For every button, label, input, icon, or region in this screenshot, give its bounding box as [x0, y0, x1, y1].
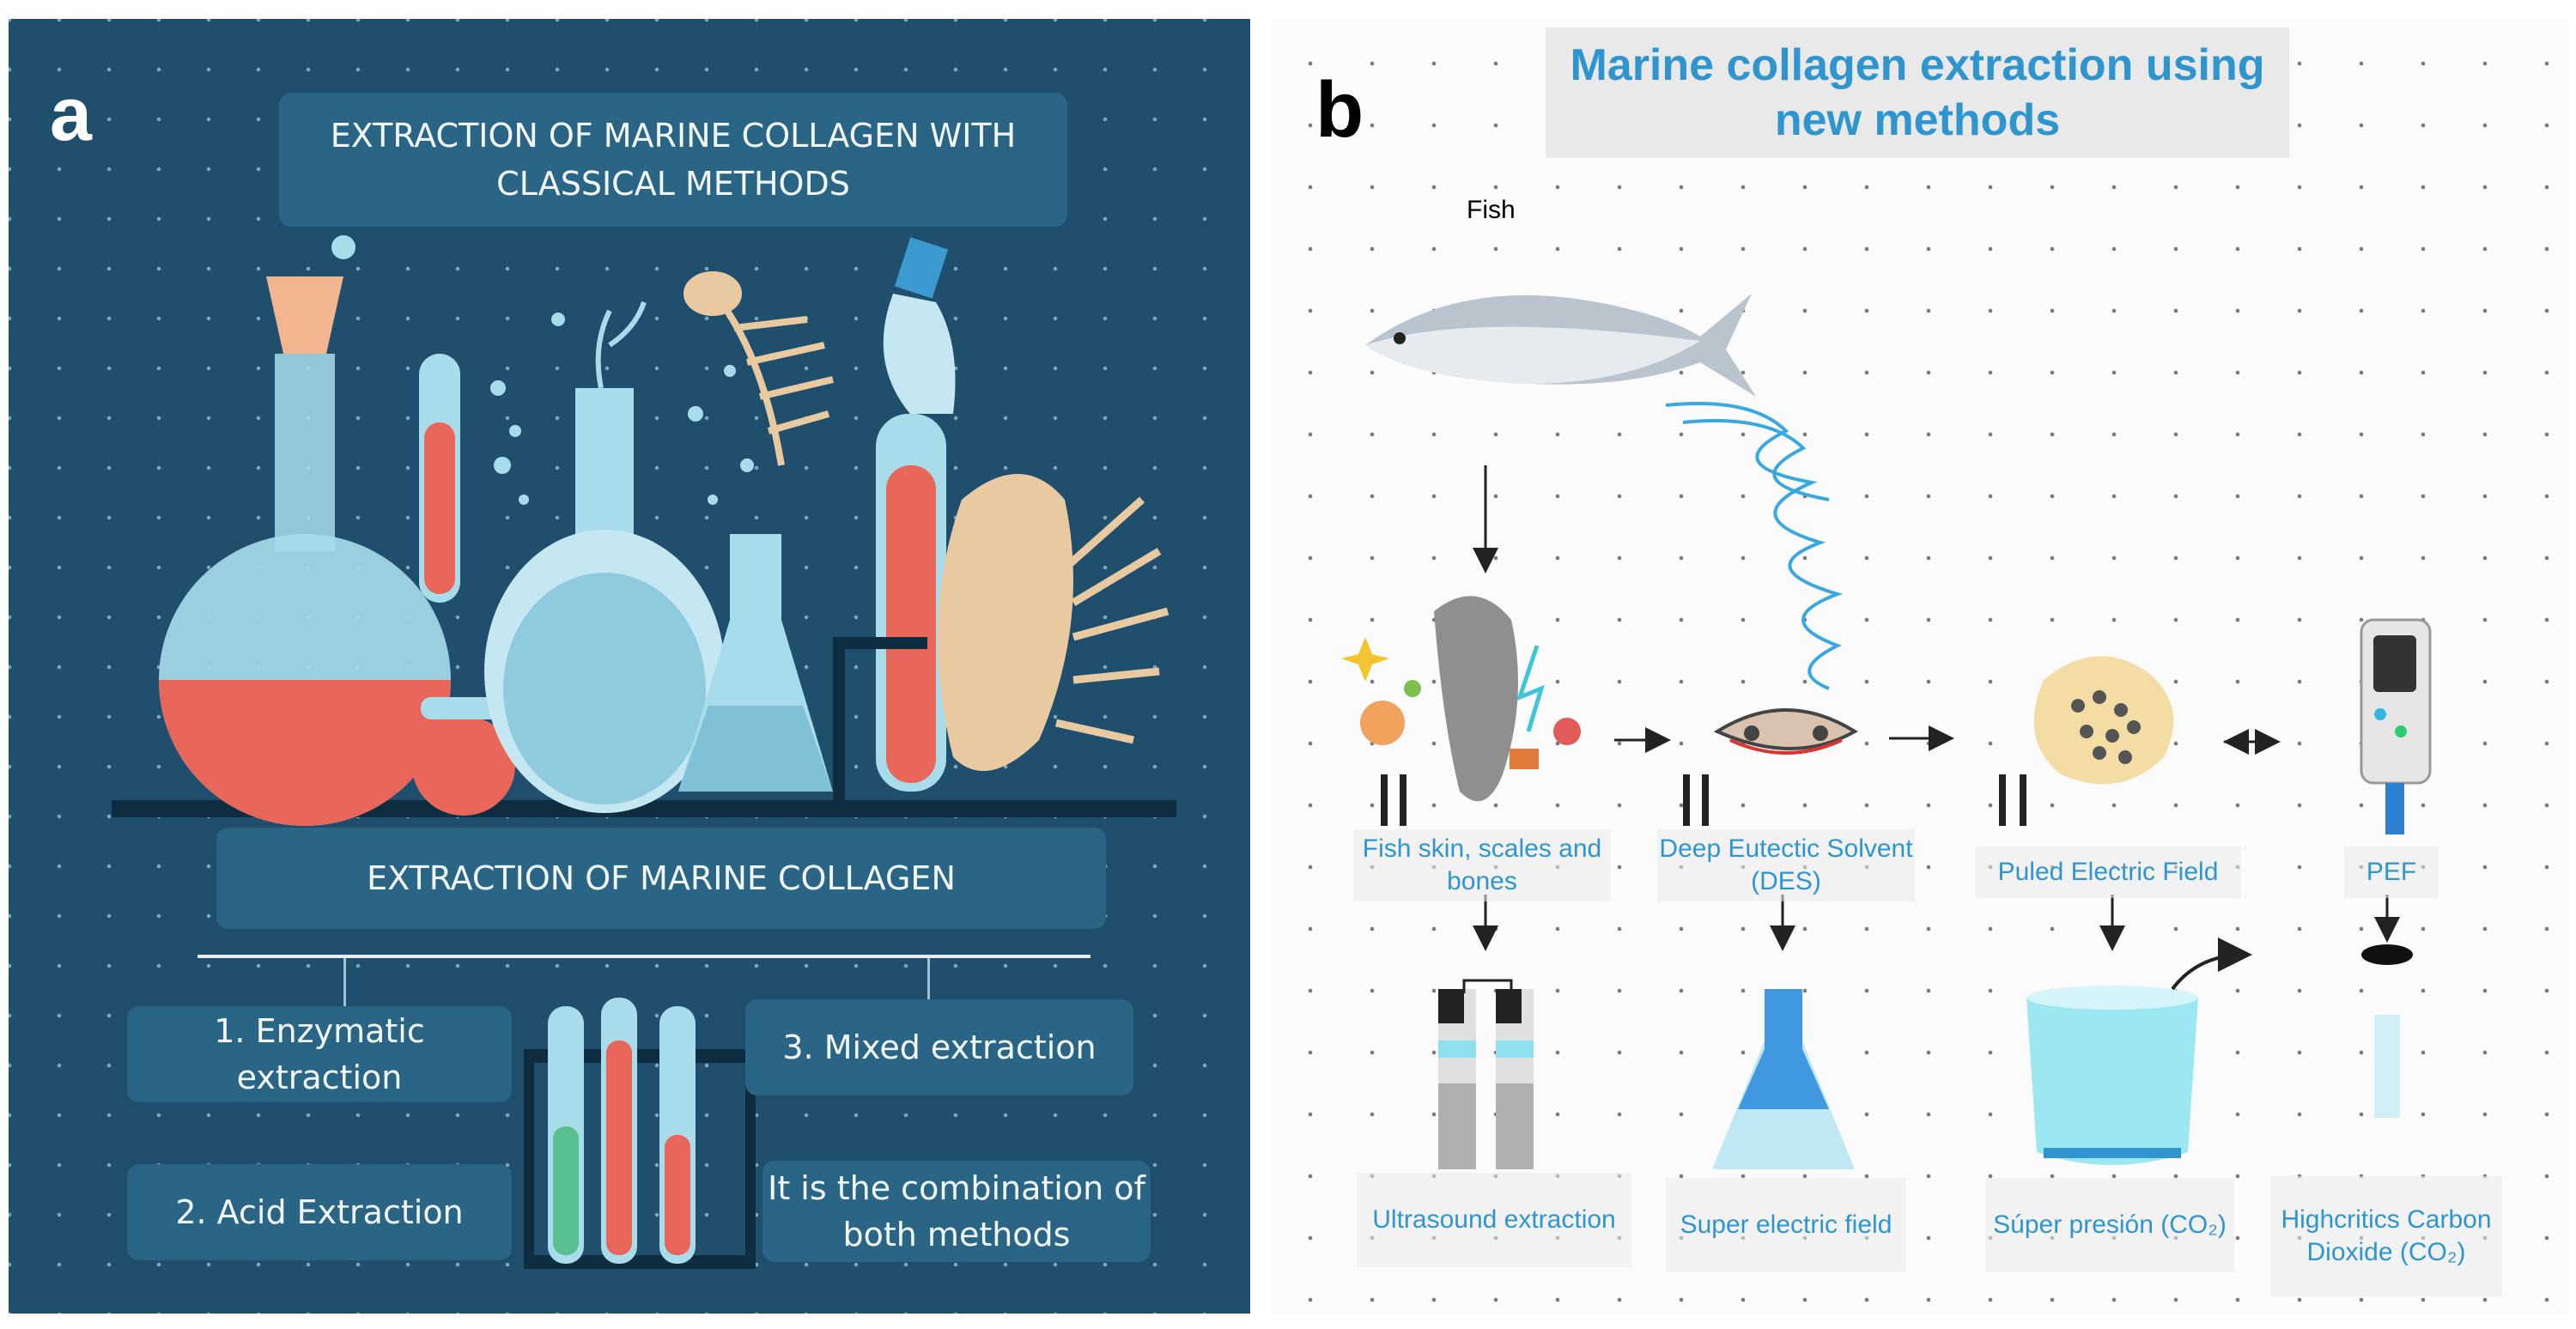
erlenmeyer-flask-icon — [678, 534, 833, 792]
panel-label-b: b — [1315, 66, 1364, 154]
label-super-pressure: Súper presión (CO₂) — [1985, 1178, 2234, 1272]
lab-glassware-illustration — [112, 235, 1176, 1269]
panel-a: a EXTRACTION OF MARINE COLLAGEN WITH CLA… — [9, 19, 1250, 1314]
beaker-icon — [2026, 938, 2252, 1165]
tissue-cells-icon — [2033, 656, 2174, 785]
panel-a-subtitle: EXTRACTION OF MARINE COLLAGEN — [216, 828, 1106, 929]
pef-device-icon — [2360, 618, 2432, 834]
test-tube-rack-icon — [524, 998, 756, 1269]
tall-tube-icon — [833, 237, 956, 809]
label-super-electric-field: Super electric field — [1666, 1178, 1906, 1272]
fish-skeleton-icon — [683, 271, 834, 466]
panel-label-a: a — [50, 71, 92, 156]
label-supercritical-co2: Highcritics Carbon Dioxide (CO₂) — [2270, 1176, 2502, 1296]
spiral-wave-icon — [1665, 402, 1844, 690]
test-tube-icon — [419, 354, 460, 603]
label-pef: PEF — [2344, 847, 2439, 898]
round-flask-blue-icon — [484, 300, 725, 813]
fish-icon — [1365, 294, 1756, 397]
method-mixed: 3. Mixed extraction — [745, 999, 1133, 1095]
label-des: Deep Eutectic Solvent (DES) — [1657, 829, 1915, 901]
erlenmeyer-flask-b-icon — [1712, 989, 1855, 1169]
label-ultrasound: Ultrasound extraction — [1357, 1173, 1631, 1267]
label-pulsed-electric-field: Puled Electric Field — [1975, 847, 2241, 898]
new-methods-flow-illustration — [1341, 294, 2432, 1169]
method-acid: 2. Acid Extraction — [127, 1164, 512, 1260]
panel-b-title: Marine collagen extraction using new met… — [1546, 27, 2289, 158]
method-combination-note: It is the combination of both methods — [762, 1161, 1151, 1262]
fish-label: Fish — [1467, 196, 1516, 224]
small-beaker-icon — [412, 697, 515, 816]
des-molecule-icon — [1713, 708, 1858, 755]
round-flask-icon — [159, 235, 451, 826]
fish-skin-scales-icon — [1341, 596, 1581, 802]
panel-b: b Marine collagen extraction using new m… — [1271, 19, 2569, 1314]
co2-vial-icon — [2361, 944, 2413, 1118]
fish-head-icon — [938, 474, 1170, 771]
ultrasound-tubes-icon — [1438, 979, 1534, 1169]
electrode-icon — [1381, 774, 2026, 826]
method-enzymatic: 1. Enzymatic extraction — [127, 1006, 512, 1102]
divider-line — [197, 955, 1091, 958]
label-fish-skin: Fish skin, scales and bones — [1353, 829, 1611, 901]
bubbles-icon — [490, 313, 754, 505]
panel-a-title: EXTRACTION OF MARINE COLLAGEN WITH CLASS… — [279, 93, 1067, 227]
